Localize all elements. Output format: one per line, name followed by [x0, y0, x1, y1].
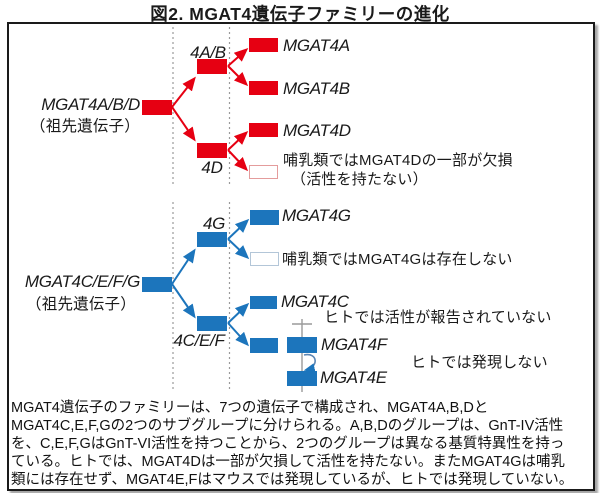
- tandem-duplication-arrow: [303, 353, 316, 373]
- arrow-cefg-to-4cef: [171, 283, 196, 319]
- gene-box-ancestor-cefg: [142, 277, 172, 292]
- arrow-abd-to-4ab: [171, 76, 196, 108]
- arrow-cefg-to-4g: [171, 248, 196, 285]
- ancestor-abd-note: （祖先遺伝子）: [30, 118, 140, 135]
- gene-box-mgat4d-lost: [249, 165, 278, 179]
- ancestor-abd-label: MGAT4A/B/D: [41, 95, 140, 114]
- arrow-4cef-to-mgat4c: [227, 302, 250, 324]
- gene-box-4g: [197, 232, 227, 247]
- gene-box-4ab: [197, 59, 227, 74]
- mgat4d-lost-note-line1: 哺乳類ではMGAT4Dの一部が欠損: [283, 152, 513, 169]
- ancestor-cefg-note: （祖先遺伝子）: [26, 296, 136, 313]
- branch-4ab-label: 4A/B: [190, 43, 226, 62]
- branch-4d-label: 4D: [201, 158, 223, 177]
- caption-line-3: を、C,E,F,GはGnT-VI活性を持つことから、2つのグループは異なる基質特…: [11, 436, 565, 452]
- red-tree-arrows: [171, 48, 249, 172]
- mgat4ef-expression-note: ヒトでは発現しない: [411, 354, 548, 371]
- arrow-4ab-to-mgat4a: [227, 48, 249, 67]
- mgat4d-lost-note-line2: （活性を持たない）: [291, 171, 428, 188]
- mgat4a-label: MGAT4A: [283, 36, 350, 55]
- figure-title: 図2. MGAT4遺伝子ファミリーの進化: [150, 4, 450, 24]
- mgat4e-label: MGAT4E: [320, 368, 387, 387]
- caption-line-4: ている。ヒトでは、MGAT4Dは一部が欠損して活性を持たない。またMGAT4Gは…: [11, 454, 566, 470]
- arrow-4ab-to-mgat4b: [227, 65, 249, 87]
- mgat4c-label: MGAT4C: [281, 292, 349, 311]
- gene-box-mgat4g-absent: [250, 252, 279, 266]
- caption-line-1: MGAT4遺伝子のファミリーは、7つの遺伝子で構成され、MGAT4A,B,Dと: [11, 400, 489, 416]
- gene-box-ancestor-abd: [142, 100, 172, 115]
- branch-4cef-label: 4C/E/F: [173, 331, 225, 350]
- mgat4g-label: MGAT4G: [282, 206, 351, 225]
- blue-tree-arrows: [171, 218, 250, 347]
- gene-box-mgat4b: [249, 81, 278, 95]
- ancestor-cefg-label: MGAT4C/E/F/G: [24, 272, 140, 291]
- mgat4d-label: MGAT4D: [283, 121, 351, 140]
- gene-box-mgat4g: [250, 210, 279, 225]
- arrow-4g-to-mgat4g: [227, 218, 250, 240]
- branch-4g-label: 4G: [202, 214, 226, 233]
- mgat4c-activity-note: ヒトでは活性が報告されていない: [324, 309, 552, 326]
- mgat4g-absent-note: 哺乳類ではMGAT4Gは存在しない: [282, 251, 513, 268]
- caption-line-5: 類には存在せず、MGAT4E,Fはマウスでは発現しているが、ヒトでは発現していな…: [11, 472, 574, 488]
- arrow-4cef-to-mgat4f: [227, 322, 250, 347]
- gene-box-mgat4f-tree: [250, 338, 278, 353]
- figure-border-frame: [7, 22, 595, 491]
- arrow-4d-to-mgat4d: [227, 130, 249, 151]
- mgat4f-label: MGAT4F: [321, 335, 387, 354]
- gene-box-mgat4c: [250, 296, 277, 309]
- gene-box-mgat4d: [249, 123, 278, 137]
- gene-box-4cef: [197, 316, 227, 331]
- arrow-abd-to-4d: [171, 106, 196, 142]
- gene-box-4d: [197, 143, 227, 158]
- gene-box-mgat4a: [249, 38, 278, 52]
- arrow-4g-to-absent: [227, 238, 250, 260]
- gene-box-mgat4f-locus: [287, 337, 317, 353]
- duplication-event-dotted-lines: [172, 27, 231, 389]
- mgat4b-label: MGAT4B: [283, 79, 350, 98]
- arrow-4d-to-lost: [227, 149, 249, 172]
- gene-box-mgat4e-locus: [287, 371, 317, 386]
- caption-line-2: MGAT4C,E,F,Gの2つのサブグループに分けられる。A,B,Dのグループは…: [11, 418, 564, 434]
